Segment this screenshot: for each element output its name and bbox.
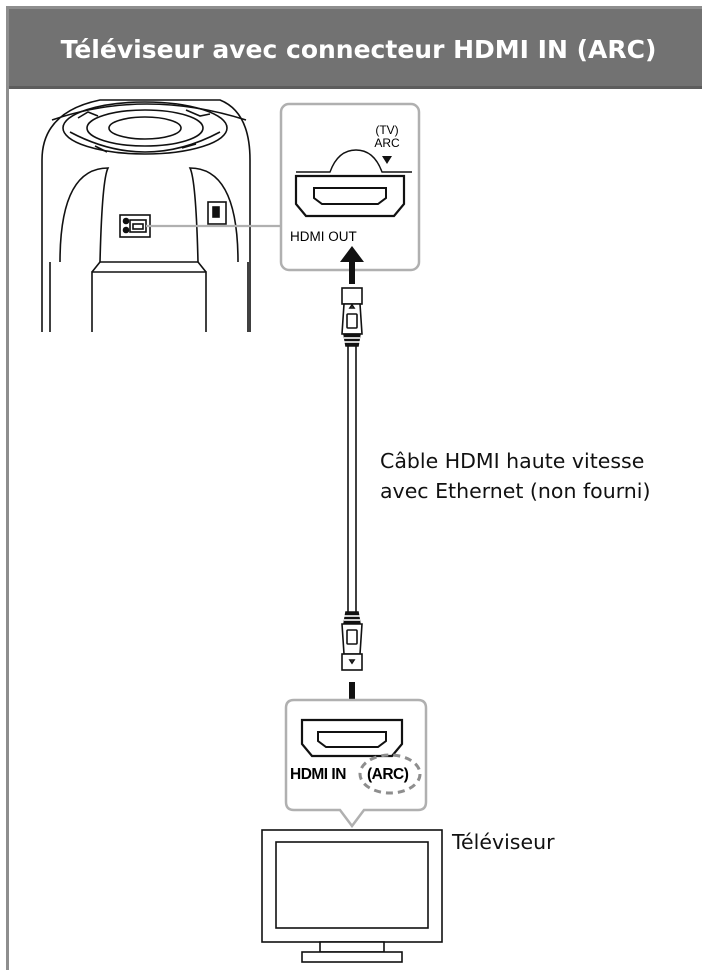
hdmi-cable-line — [347, 346, 357, 612]
cable-top-plug-icon — [341, 287, 363, 347]
hdmi-in-callout — [284, 698, 428, 829]
arc-label: (ARC) — [367, 766, 409, 783]
diagram-panel: Téléviseur avec connecteur HDMI IN (ARC) — [6, 6, 702, 970]
hdmi-in-label: HDMI IN — [290, 766, 346, 783]
cable-label: Câble HDMI haute vitesse avec Ethernet (… — [380, 446, 700, 506]
cable-label-line-2: avec Ethernet (non fourni) — [380, 479, 651, 503]
hdmi-out-label: HDMI OUT — [290, 229, 357, 244]
tv-label: Téléviseur — [452, 830, 555, 854]
arc-port-top-label: (TV) ARC — [374, 123, 400, 150]
arc-highlight-circle — [358, 753, 422, 795]
cable-label-line-1: Câble HDMI haute vitesse — [380, 449, 645, 473]
arc-marker-triangle-icon — [382, 156, 392, 164]
arc-bump-outline — [296, 149, 412, 173]
cable-bottom-plug-icon — [341, 611, 363, 671]
page-title: Téléviseur avec connecteur HDMI IN (ARC) — [60, 34, 657, 64]
television-icon — [261, 829, 443, 963]
hdmi-out-callout — [279, 102, 421, 272]
speaker-unit — [41, 99, 251, 332]
up-arrow-icon — [340, 246, 364, 284]
header-bar: Téléviseur avec connecteur HDMI IN (ARC) — [9, 9, 702, 89]
